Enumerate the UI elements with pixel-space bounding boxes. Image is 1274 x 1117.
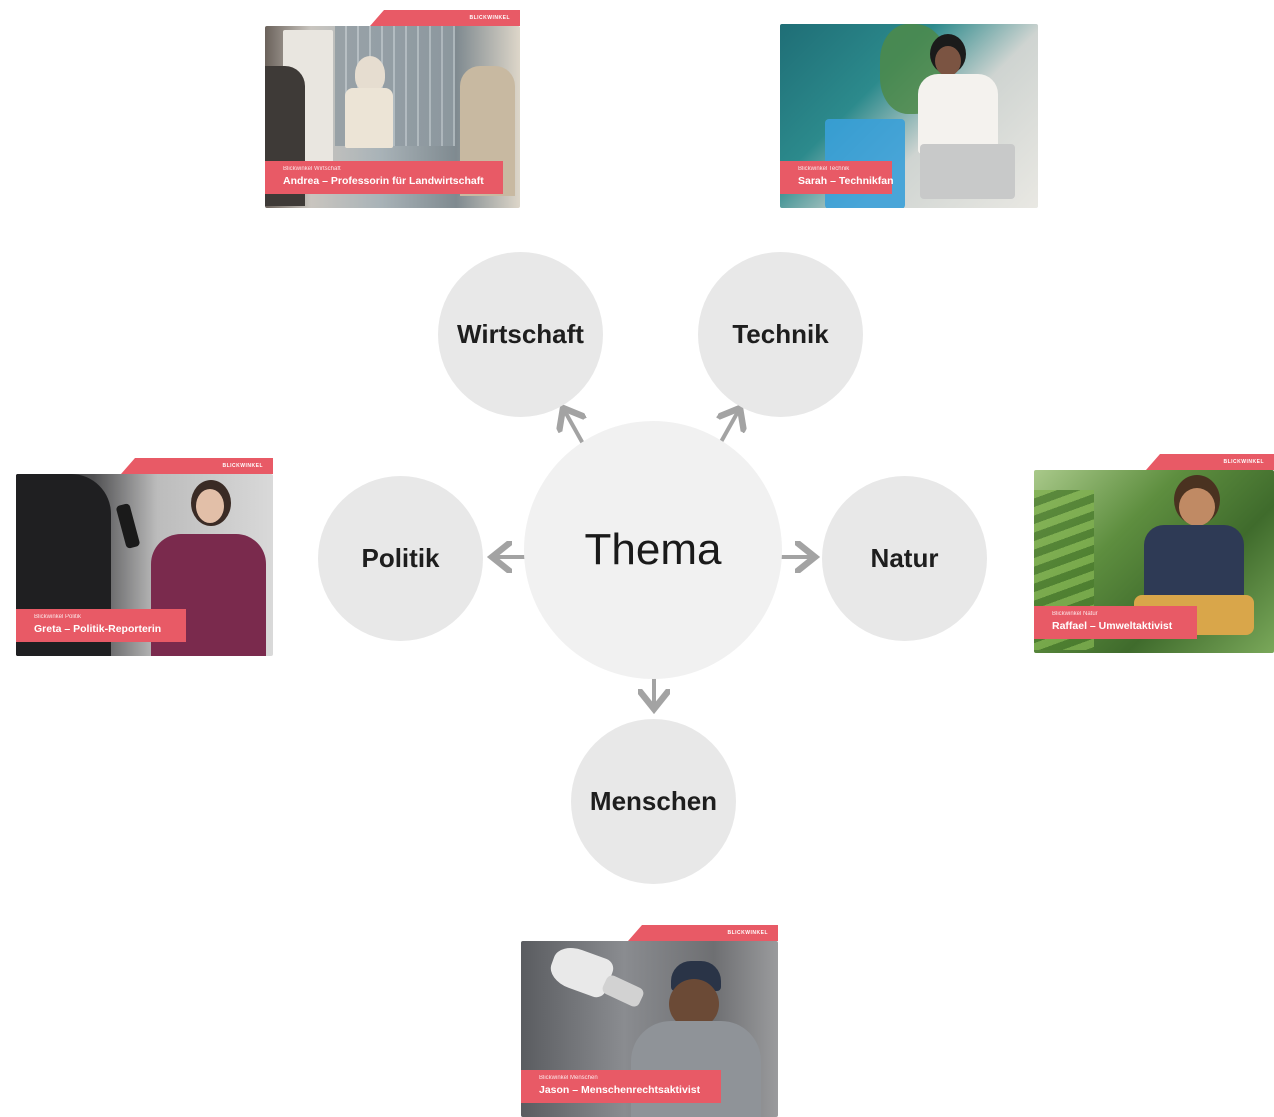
card-natur: BLICKWINKEL Blickwinkel Natur Raffael – …	[1034, 454, 1274, 653]
topic-label-natur: Natur	[870, 543, 939, 573]
topic-label-wirtschaft: Wirtschaft	[457, 319, 584, 349]
center-label: Thema	[584, 525, 722, 574]
card-name: Andrea – Professorin für Landwirtschaft	[283, 175, 484, 187]
card-kicker: Blickwinkel Politik	[34, 614, 82, 620]
center-circle: Thema	[524, 421, 782, 679]
card-brand-tab: BLICKWINKEL	[628, 925, 778, 941]
card-technik: Blickwinkel Technik Sarah – Technikfan	[780, 8, 1038, 208]
topic-label-menschen: Menschen	[589, 786, 718, 816]
topic-circle-politik: Politik	[318, 476, 483, 641]
card-caption: Blickwinkel Politik Greta – Politik-Repo…	[16, 609, 186, 642]
card-name: Jason – Menschenrechtsaktivist	[539, 1084, 701, 1096]
card-kicker: Blickwinkel Menschen	[539, 1075, 598, 1081]
topic-label-technik: Technik	[732, 319, 829, 349]
card-name: Sarah – Technikfan	[798, 175, 894, 187]
topic-circle-natur: Natur	[822, 476, 987, 641]
card-brand: BLICKWINKEL	[469, 15, 510, 21]
card-caption: Blickwinkel Wirtschaft Andrea – Professo…	[265, 161, 503, 194]
card-caption: Blickwinkel Natur Raffael – Umweltaktivi…	[1034, 606, 1197, 639]
card-caption: Blickwinkel Menschen Jason – Menschenrec…	[521, 1070, 721, 1103]
card-menschen: BLICKWINKEL Blickwinkel Menschen Jason –…	[521, 925, 778, 1117]
card-caption: Blickwinkel Technik Sarah – Technikfan	[780, 161, 894, 194]
card-brand-tab: BLICKWINKEL	[121, 458, 273, 474]
topic-circle-menschen: Menschen	[571, 719, 736, 884]
card-brand: BLICKWINKEL	[1223, 459, 1264, 465]
card-kicker: Blickwinkel Technik	[798, 166, 850, 172]
card-brand: BLICKWINKEL	[222, 463, 263, 469]
card-kicker: Blickwinkel Wirtschaft	[283, 166, 341, 172]
card-name: Greta – Politik-Reporterin	[34, 623, 162, 635]
card-politik: BLICKWINKEL Blickwinkel Politik Greta – …	[16, 458, 273, 656]
card-wirtschaft: BLICKWINKEL Blickwinkel Wirtschaft Andre…	[265, 10, 520, 208]
card-brand: BLICKWINKEL	[727, 930, 768, 936]
topic-circle-wirtschaft: Wirtschaft	[438, 252, 603, 417]
card-kicker: Blickwinkel Natur	[1052, 611, 1098, 617]
card-brand-tab: BLICKWINKEL	[370, 10, 520, 26]
topic-label-politik: Politik	[361, 543, 440, 573]
topic-circle-technik: Technik	[698, 252, 863, 417]
card-name: Raffael – Umweltaktivist	[1052, 620, 1173, 632]
card-brand-tab: BLICKWINKEL	[1146, 454, 1274, 470]
